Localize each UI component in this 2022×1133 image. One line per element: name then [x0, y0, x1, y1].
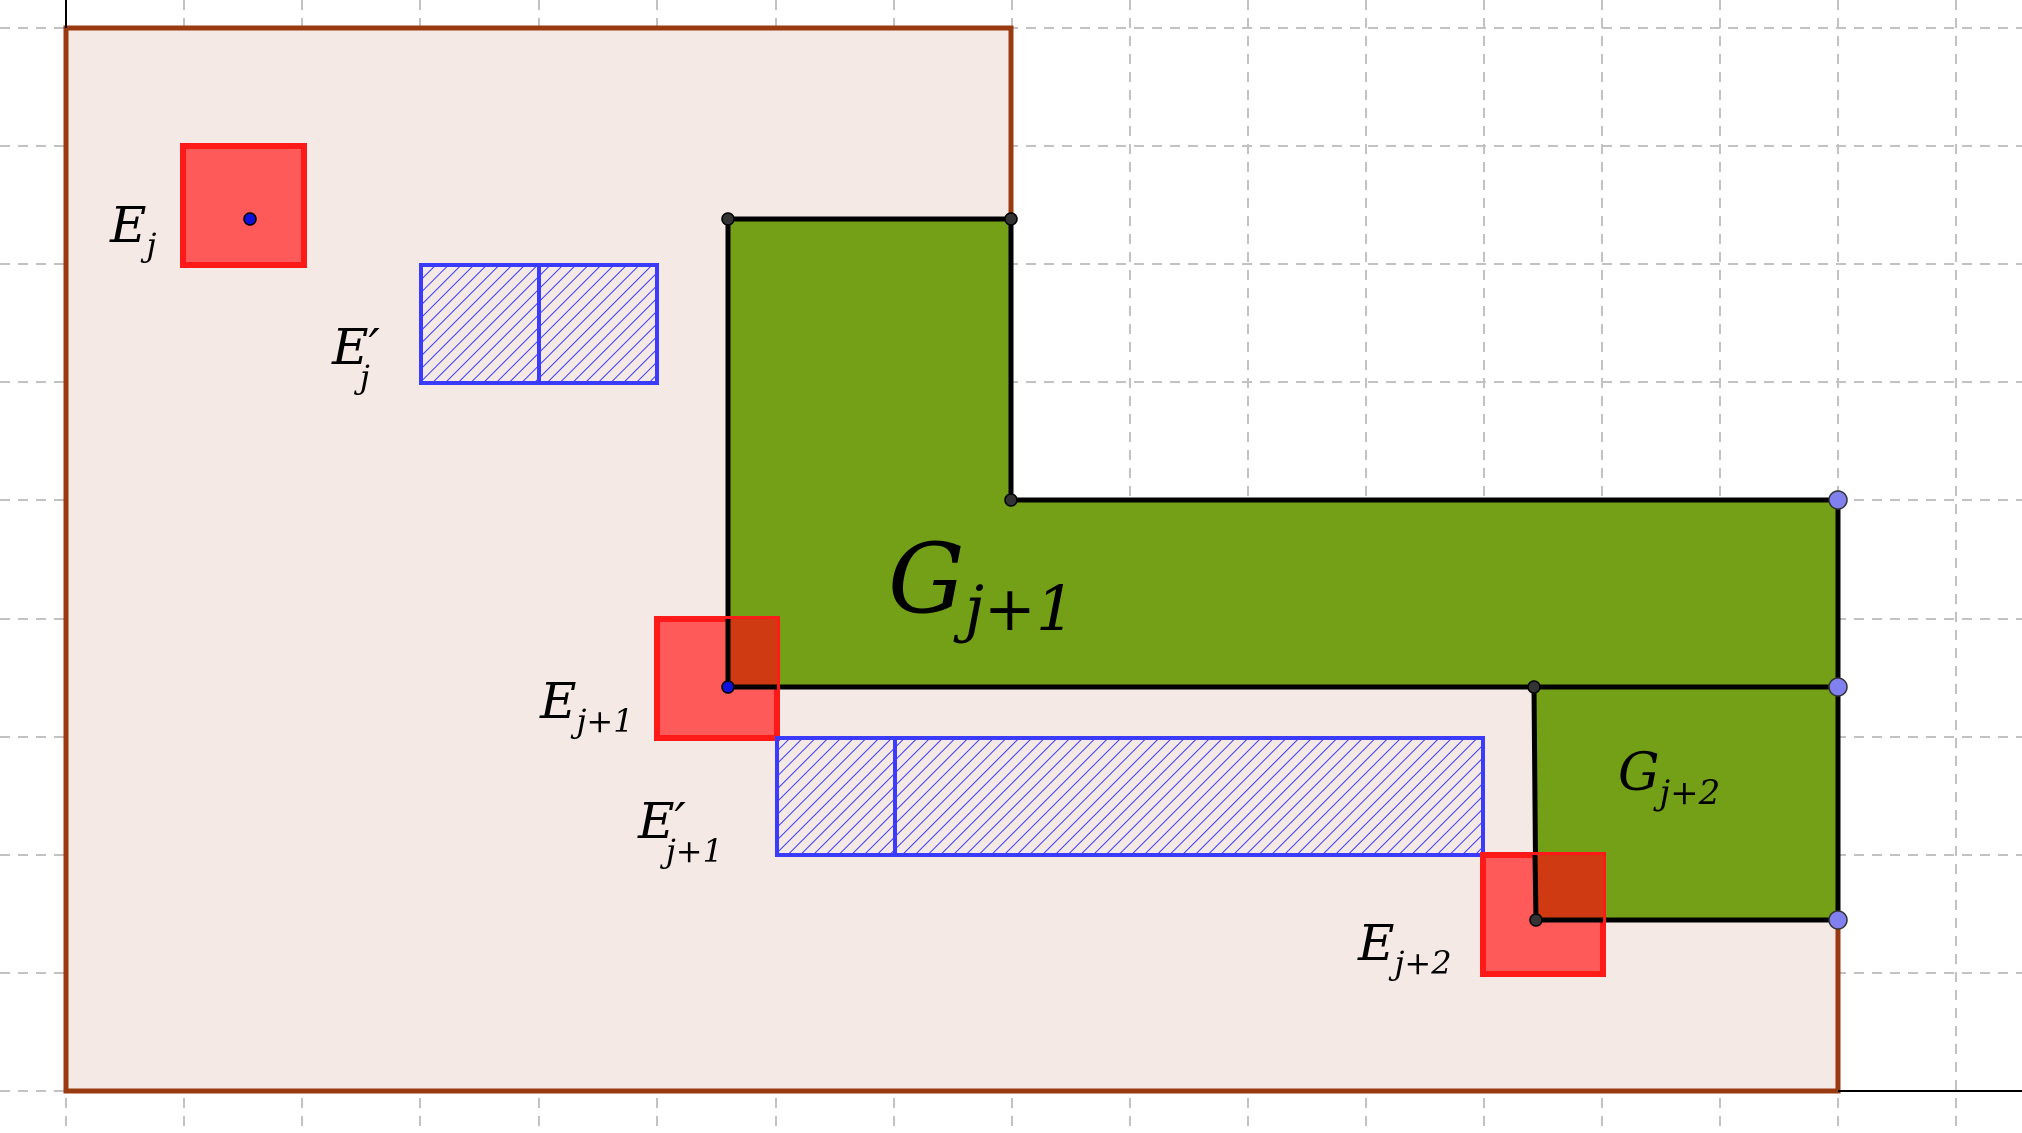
label-e-j-plus-2: Ej+2 — [1357, 914, 1452, 982]
vertex-dark — [1004, 212, 1018, 226]
label-g-j-plus-1: Gj+1 — [888, 523, 1075, 645]
point-e-j-plus-1 — [721, 680, 735, 694]
square-e-j-plus-2-overlap — [1536, 855, 1603, 920]
point-e-j — [243, 212, 257, 226]
hatched-e-prime-j-plus-1 — [775, 736, 1485, 857]
square-e-j-plus-1-overlap — [728, 619, 777, 687]
vertex-dark — [1004, 493, 1018, 507]
vertex-blue — [1828, 677, 1848, 697]
vertex-blue — [1828, 910, 1848, 930]
label-g-j-plus-2: Gj+2 — [1618, 743, 1720, 813]
square-e-j — [180, 143, 307, 268]
vertex-dark — [721, 212, 735, 226]
label-e-prime-j: E′j — [331, 318, 380, 396]
label-e-prime-j-plus-1: E′j+1 — [637, 792, 723, 870]
vertex-blue — [1828, 490, 1848, 510]
vertex-dark — [1527, 680, 1541, 694]
label-e-j-plus-1: Ej+1 — [539, 672, 634, 740]
vertex-dark — [1529, 913, 1543, 927]
